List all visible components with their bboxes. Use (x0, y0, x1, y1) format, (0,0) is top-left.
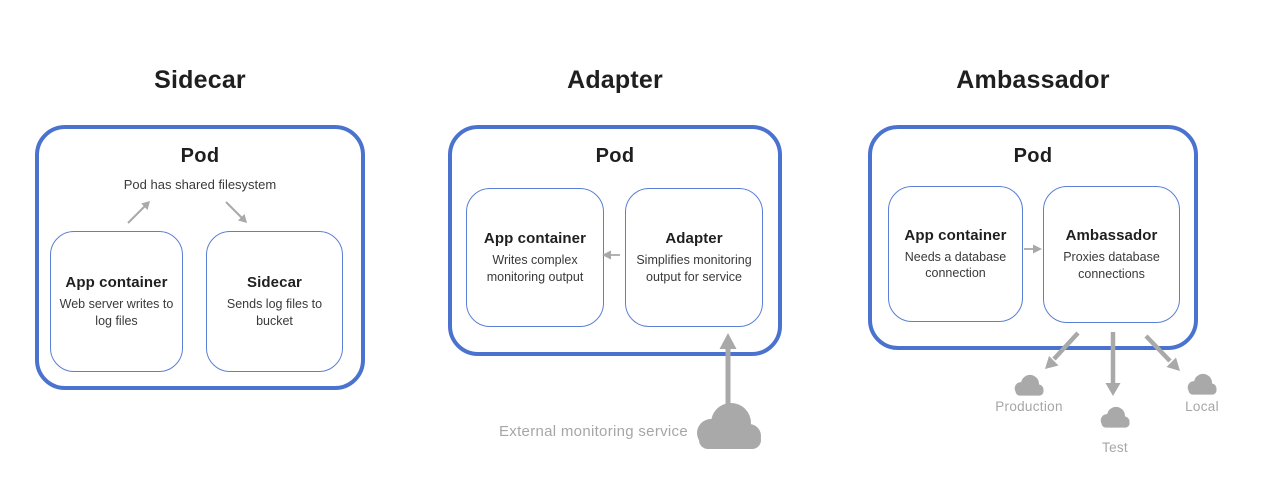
container-desc: Sends log files to bucket (226, 297, 323, 328)
cloud-icon (1014, 374, 1044, 396)
pod-subtitle: Pod has shared filesystem (123, 177, 277, 192)
container-title: Adapter (665, 230, 723, 247)
container-title: App container (65, 274, 168, 291)
env-label-test: Test (1102, 440, 1128, 455)
panel-title-adapter: Adapter (567, 66, 663, 94)
container-desc: Simplifies monitoring output for service (636, 253, 752, 284)
container-box-app: App container Web server writes to log f… (50, 231, 183, 372)
container-box-adapter: Adapter Simplifies monitoring output for… (625, 188, 763, 327)
pod-label: Pod (1013, 145, 1053, 167)
pod-box-ambassador: Pod App container Needs a database conne… (868, 125, 1198, 350)
container-desc: Web server writes to log files (59, 297, 174, 328)
container-box-app: App container Writes complex monitoring … (466, 188, 604, 327)
external-monitoring-label: External monitoring service (498, 423, 688, 440)
panel-title-ambassador: Ambassador (956, 66, 1110, 94)
container-title: Ambassador (1065, 227, 1158, 244)
cloud-icon (1100, 406, 1130, 428)
container-box-ambassador: Ambassador Proxies database connections (1043, 186, 1180, 323)
container-desc: Needs a database connection (904, 249, 1007, 281)
pod-label: Pod (180, 145, 220, 167)
container-box-app: App container Needs a database connectio… (888, 186, 1023, 322)
env-label-local: Local (1185, 399, 1219, 414)
cloud-icon (1187, 373, 1217, 395)
env-label-production: Production (995, 399, 1063, 414)
container-title: Sidecar (247, 274, 302, 291)
pod-box-adapter: Pod App container Writes complex monitor… (448, 125, 782, 356)
container-title: App container (483, 230, 587, 247)
container-desc: Writes complex monitoring output (486, 253, 584, 284)
container-desc: Proxies database connections (1063, 250, 1160, 281)
container-title: App container (904, 226, 1007, 244)
panel-title-sidecar: Sidecar (154, 66, 246, 94)
pod-box-sidecar: Pod Pod has shared filesystem App contai… (35, 125, 365, 390)
pod-label: Pod (595, 145, 635, 167)
container-box-sidecar: Sidecar Sends log files to bucket (206, 231, 343, 372)
cloud-icon (697, 403, 761, 449)
